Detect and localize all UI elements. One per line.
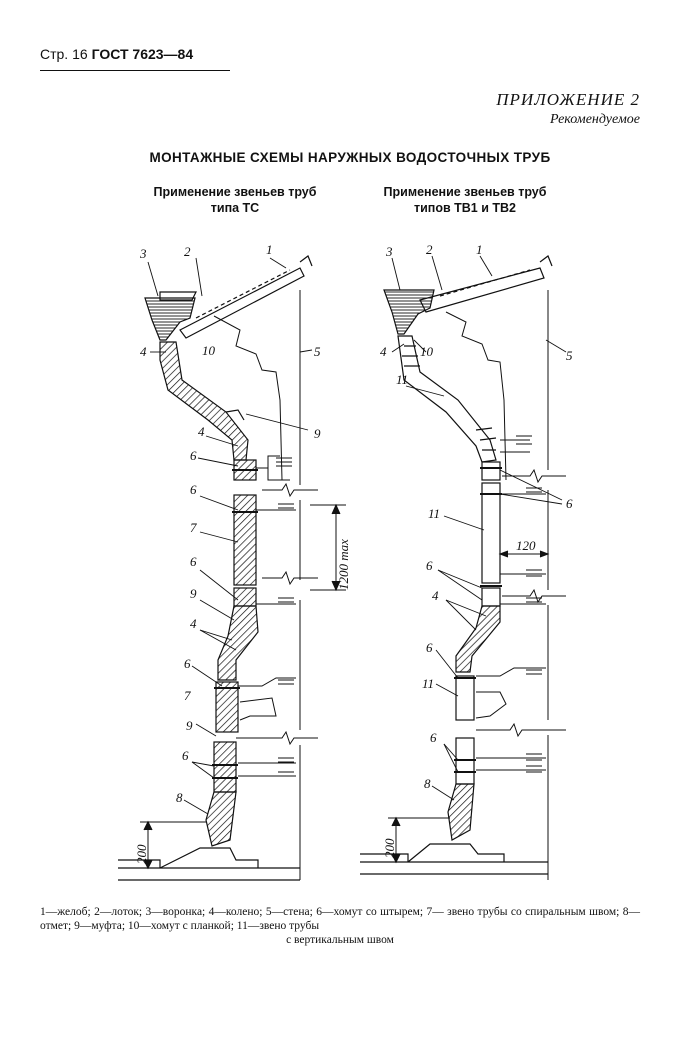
caption-line-3: с вертикальным швом [286, 934, 394, 946]
header-rule [40, 70, 230, 71]
appendix-block: ПРИЛОЖЕНИЕ 2 Рекомендуемое [496, 90, 640, 128]
svg-text:4: 4 [432, 588, 439, 603]
right-diagram [360, 255, 567, 880]
svg-text:6: 6 [430, 730, 437, 745]
svg-text:7: 7 [190, 520, 197, 535]
legend-caption: 1—желоб; 2—лоток; 3—воронка; 4—колено; 5… [40, 905, 640, 947]
svg-text:11: 11 [428, 506, 440, 521]
svg-text:8: 8 [424, 776, 431, 791]
svg-text:6: 6 [566, 496, 573, 511]
svg-text:5: 5 [314, 344, 321, 359]
svg-text:3: 3 [139, 246, 147, 261]
right-pipe-segments [447, 461, 502, 841]
svg-text:4: 4 [190, 616, 197, 631]
left-break-marks [236, 482, 318, 746]
svg-text:5: 5 [566, 348, 573, 363]
left-clamps [238, 455, 296, 777]
left-pipe-upper [159, 341, 249, 461]
svg-text:4: 4 [140, 344, 147, 359]
left-dim-1200-label: 1200 max [336, 539, 351, 590]
svg-text:3: 3 [385, 244, 393, 259]
right-dim-120-label: 120 [516, 538, 536, 553]
left-subtitle: Применение звеньев труб типа ТС [153, 185, 317, 215]
right-dim-200-label: 200 [382, 838, 397, 858]
right-labels: 1 2 3 4 10 5 11 6 11 6 4 6 11 6 8 120 20… [380, 242, 573, 858]
svg-text:10: 10 [202, 343, 216, 358]
svg-text:6: 6 [190, 448, 197, 463]
svg-text:6: 6 [426, 558, 433, 573]
svg-text:1: 1 [476, 242, 483, 257]
svg-text:2: 2 [426, 242, 433, 257]
svg-text:6: 6 [426, 640, 433, 655]
svg-text:6: 6 [190, 554, 197, 569]
svg-text:7: 7 [184, 688, 191, 703]
right-ground [360, 816, 548, 875]
left-funnel [144, 297, 196, 341]
left-dim-200-label: 200 [134, 844, 149, 864]
left-dim-1200 [310, 503, 346, 592]
caption-line-2: трубы со спиральным швом; 8—отмет; 9—муф… [40, 906, 641, 932]
svg-text:6: 6 [184, 656, 191, 671]
svg-text:8: 8 [176, 790, 183, 805]
right-subtitle: Применение звеньев труб типов ТВ1 и ТВ2 [383, 185, 547, 215]
svg-text:2: 2 [184, 244, 191, 259]
left-leaders [147, 257, 313, 815]
left-labels: 1 2 3 4 10 5 9 4 6 6 7 6 9 4 6 7 9 6 8 1… [134, 242, 351, 864]
left-ground [118, 820, 300, 881]
right-dim-120 [498, 550, 550, 558]
svg-text:10: 10 [420, 344, 434, 359]
document-title: МОНТАЖНЫЕ СХЕМЫ НАРУЖНЫХ ВОДОСТОЧНЫХ ТРУ… [149, 150, 551, 165]
caption-line-1: 1—желоб; 2—лоток; 3—воронка; 4—колено; 5… [40, 906, 475, 918]
right-clamps [475, 435, 546, 773]
svg-text:6: 6 [190, 482, 197, 497]
svg-text:1: 1 [266, 242, 273, 257]
svg-text:11: 11 [396, 372, 408, 387]
page-header: Стр. 16 ГОСТ 7623—84 [40, 46, 193, 62]
left-pipe-segments [205, 459, 259, 847]
right-funnel [383, 289, 435, 335]
appendix-status: Рекомендуемое [550, 112, 640, 127]
left-gutter [159, 255, 313, 339]
standard-code: ГОСТ 7623—84 [91, 46, 194, 62]
svg-text:9: 9 [186, 718, 193, 733]
right-leaders [391, 255, 567, 801]
svg-text:4: 4 [380, 344, 387, 359]
appendix-title: ПРИЛОЖЕНИЕ 2 [496, 90, 640, 109]
right-pipe-upper [397, 335, 497, 463]
svg-text:11: 11 [422, 676, 434, 691]
svg-text:9: 9 [314, 426, 321, 441]
right-break-marks [476, 468, 566, 738]
svg-text:9: 9 [190, 586, 197, 601]
left-diagram [118, 255, 346, 881]
svg-text:4: 4 [198, 424, 205, 439]
left-wall [213, 290, 301, 880]
svg-text:6: 6 [182, 748, 189, 763]
page-number: Стр. 16 [40, 46, 88, 62]
right-wall [445, 290, 549, 880]
